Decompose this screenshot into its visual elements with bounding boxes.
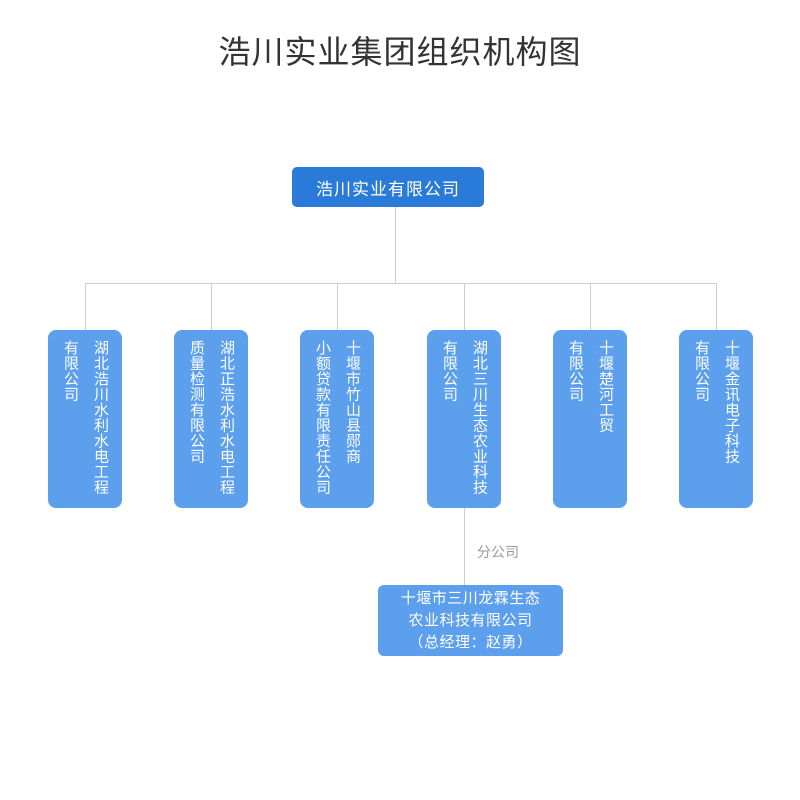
org-node-branch: 十堰市三川龙霖生态 农业科技有限公司 （总经理：赵勇） [378,585,563,656]
connector-branch [464,508,465,585]
node-label-line: 有限公司 [567,340,584,402]
connector-drop-3 [337,283,338,330]
node-label-line: 湖北浩川水利水电工程 [92,340,109,495]
org-node-child-6: 十堰金讯电子科技 有限公司 [679,330,753,508]
node-label-line: 湖北正浩水利水电工程 [218,340,235,495]
org-node-child-2: 湖北正浩水利水电工程 质量检测有限公司 [174,330,248,508]
branch-node-line: （总经理：赵勇） [408,633,533,651]
org-node-child-1-label: 湖北浩川水利水电工程 有限公司 [55,340,115,508]
node-label-line: 有限公司 [62,340,79,402]
node-label-line: 质量检测有限公司 [188,340,205,464]
node-label-line: 有限公司 [693,340,710,402]
node-label-line: 十堰金讯电子科技 [723,340,740,464]
node-label-line: 十堰市竹山县郧商 [344,340,361,464]
org-node-child-3: 十堰市竹山县郧商 小额贷款有限责任公司 [300,330,374,508]
node-label-line: 小额贷款有限责任公司 [314,340,331,495]
org-node-root-label: 浩川实业有限公司 [316,179,460,199]
org-node-child-1: 湖北浩川水利水电工程 有限公司 [48,330,122,508]
branch-node-line: 农业科技有限公司 [408,611,533,629]
node-label-line: 有限公司 [441,340,458,402]
page-title: 浩川实业集团组织机构图 [218,34,582,70]
org-node-child-4: 湖北三川生态农业科技 有限公司 [427,330,501,508]
org-node-child-6-label: 十堰金讯电子科技 有限公司 [686,340,746,508]
connector-drop-5 [590,283,591,330]
connector-trunk [395,207,396,283]
connector-drop-1 [85,283,86,330]
org-node-child-2-label: 湖北正浩水利水电工程 质量检测有限公司 [181,340,241,508]
connector-drop-4 [464,283,465,330]
org-node-child-5: 十堰楚河工贸 有限公司 [553,330,627,508]
connector-drop-6 [716,283,717,330]
node-label-line: 十堰楚河工贸 [597,340,614,433]
org-node-child-4-label: 湖北三川生态农业科技 有限公司 [434,340,494,508]
node-label-line: 湖北三川生态农业科技 [471,340,488,495]
connector-horizontal-bar [85,283,717,284]
connector-drop-2 [211,283,212,330]
org-node-child-5-label: 十堰楚河工贸 有限公司 [560,340,620,508]
org-node-child-3-label: 十堰市竹山县郧商 小额贷款有限责任公司 [307,340,367,508]
org-node-root: 浩川实业有限公司 [292,167,484,207]
branch-node-line: 十堰市三川龙霖生态 [400,589,541,607]
branch-type-label: 分公司 [477,544,519,560]
